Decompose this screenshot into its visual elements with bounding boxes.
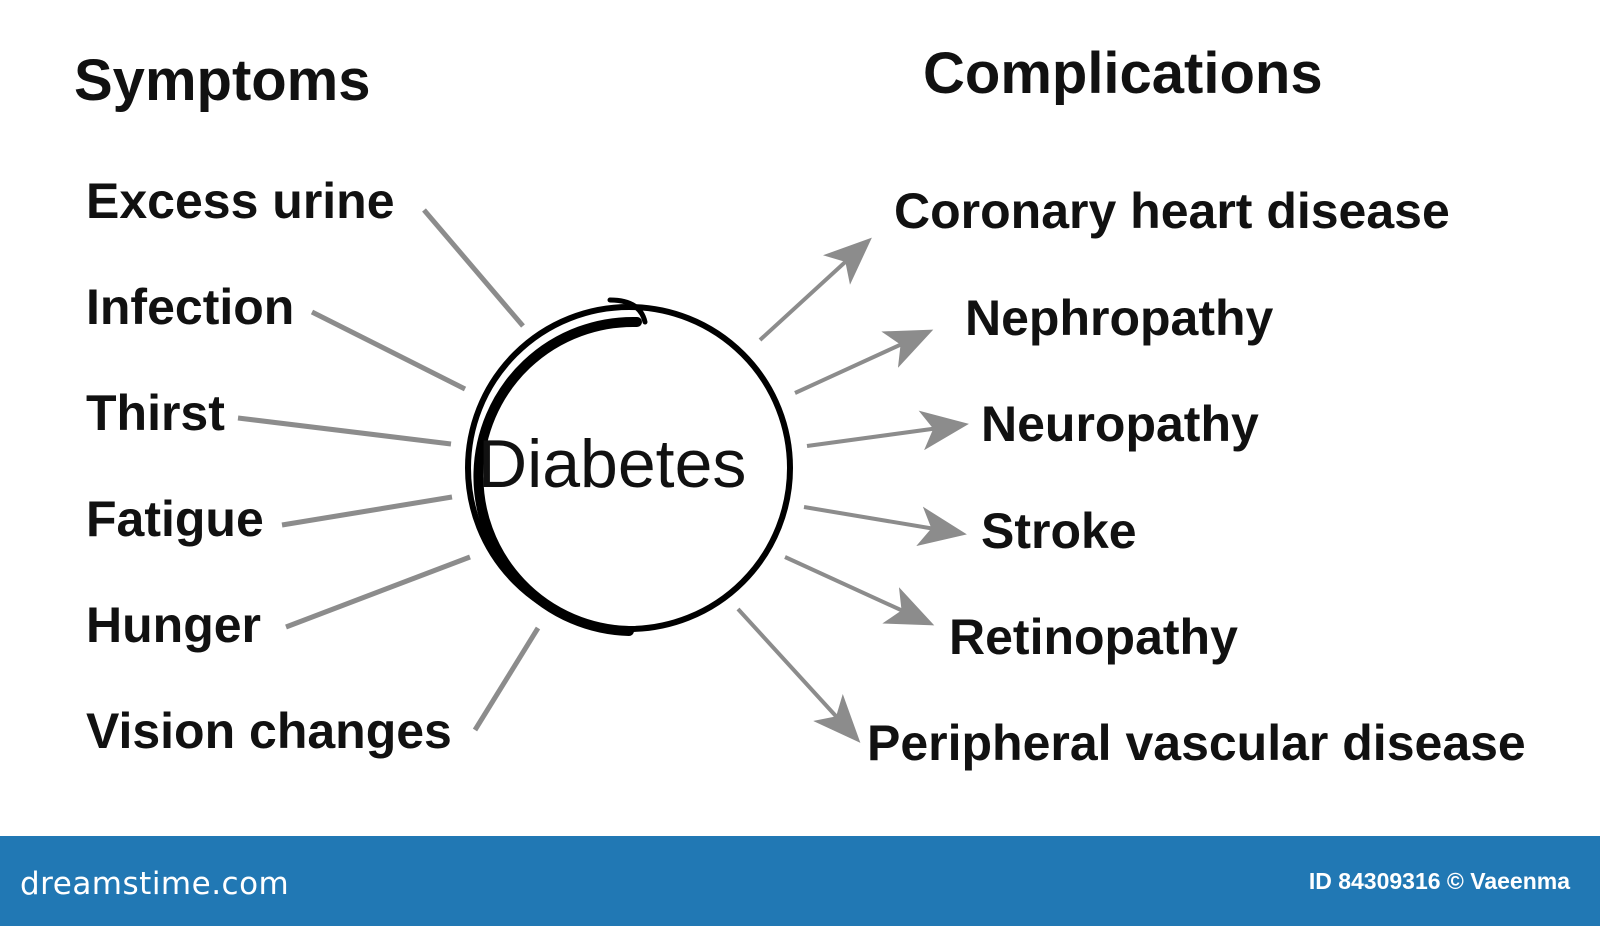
symptom-excess-urine: Excess urine <box>86 173 395 229</box>
complication-nephropathy: Nephropathy <box>965 290 1274 346</box>
symptoms-heading: Symptoms <box>74 48 371 113</box>
connector-hunger <box>285 554 471 630</box>
connector-vision-changes <box>472 626 541 732</box>
complications-heading: Complications <box>923 41 1323 106</box>
arrow-coronary-heart-disease <box>758 237 872 342</box>
arrow-stroke <box>803 505 967 547</box>
watermark-footer: dreamstime.com ID 84309316 © Vaeenma <box>0 836 1600 926</box>
symptom-fatigue: Fatigue <box>86 491 264 547</box>
symptom-thirst: Thirst <box>86 385 225 441</box>
complication-neuropathy: Neuropathy <box>981 396 1259 452</box>
complication-peripheral-vascular-disease: Peripheral vascular disease <box>867 715 1526 771</box>
complication-coronary-heart-disease: Coronary heart disease <box>894 183 1450 239</box>
symptom-vision-changes: Vision changes <box>86 703 452 759</box>
arrow-nephropathy <box>794 329 934 395</box>
connector-excess-urine <box>422 208 525 328</box>
complication-stroke: Stroke <box>981 503 1137 559</box>
watermark-id: ID 84309316 © Vaeenma <box>1308 868 1570 894</box>
arrow-peripheral-vascular-disease <box>736 607 861 743</box>
circle-brush-stroke <box>473 316 642 636</box>
watermark-brand: dreamstime.com <box>20 866 290 902</box>
arrow-retinopathy <box>784 555 935 626</box>
connector-thirst <box>237 415 452 447</box>
arrow-neuropathy <box>806 410 969 451</box>
diabetes-label: Diabetes <box>478 426 747 502</box>
symptom-hunger: Hunger <box>86 597 261 653</box>
connector-infection <box>310 309 467 392</box>
connector-fatigue <box>281 494 453 528</box>
symptom-infection: Infection <box>86 279 295 335</box>
circle-brush-tail <box>607 297 648 325</box>
complication-retinopathy: Retinopathy <box>949 609 1238 665</box>
